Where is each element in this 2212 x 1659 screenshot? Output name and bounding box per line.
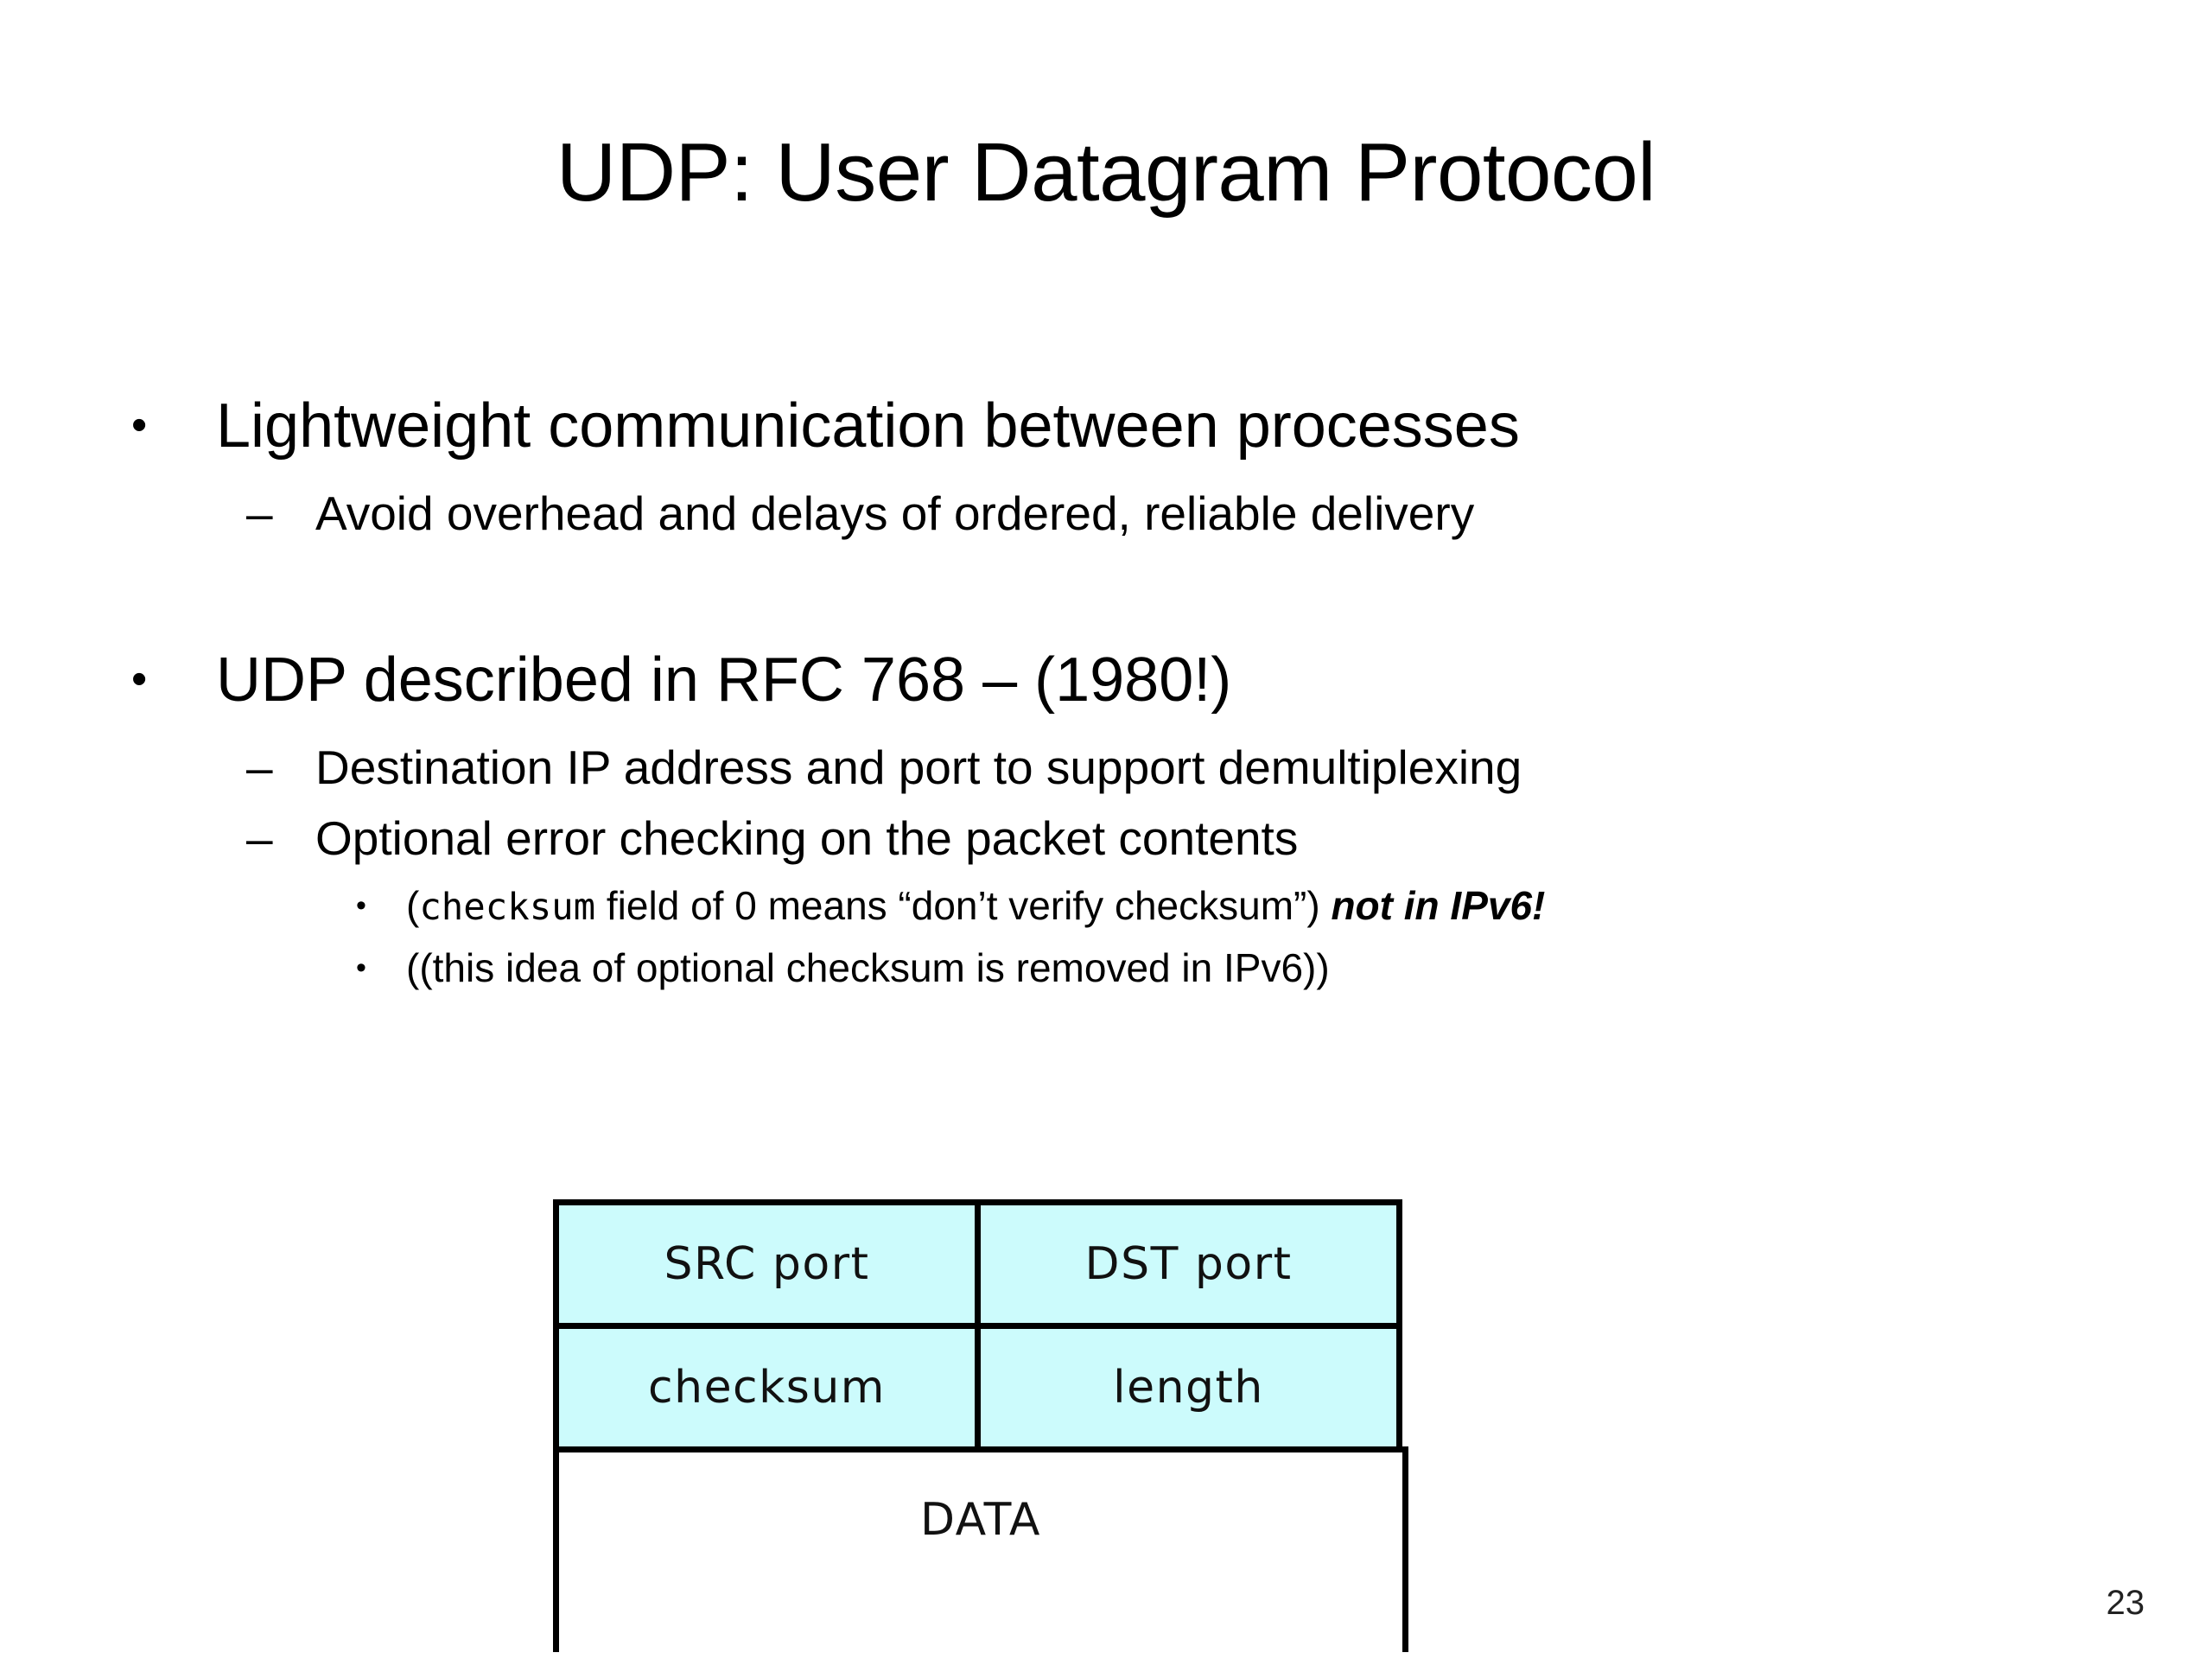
checksum-keyword: checksum: [419, 886, 596, 928]
packet-header-row-2: checksum length: [553, 1323, 1408, 1452]
bullet-marker-disc: •: [131, 400, 148, 450]
bullet-text: ((this idea of optional checksum is remo…: [406, 945, 1330, 990]
packet-field-dst-port: DST port: [975, 1199, 1402, 1329]
bullet-marker-disc: •: [356, 889, 366, 922]
bullet-item-avoid-overhead: – Avoid overhead and delays of ordered, …: [0, 486, 2212, 550]
bullet-text-prefix: (: [406, 883, 420, 928]
bullet-item-destination-ip: – Destination IP address and port to sup…: [0, 741, 2212, 804]
packet-field-length: length: [975, 1323, 1402, 1452]
bullet-marker-dash: –: [246, 811, 273, 865]
bullet-item-rfc768: • UDP described in RFC 768 – (1980!): [0, 647, 2212, 727]
bullet-marker-dash: –: [246, 486, 273, 540]
bullet-marker-dash: –: [246, 741, 273, 794]
spacer: [0, 550, 2212, 647]
packet-header-row-1: SRC port DST port: [553, 1199, 1408, 1329]
bullet-text: Optional error checking on the packet co…: [315, 811, 1299, 865]
bullet-list: • Lightweight communication between proc…: [0, 393, 2212, 1000]
bullet-item-checksum-field: • (checksum field of 0 means “don’t veri…: [0, 884, 2212, 938]
bullet-item-optional-error-checking: – Optional error checking on the packet …: [0, 811, 2212, 875]
packet-payload-row: DATA: [553, 1446, 1408, 1652]
slide-page-number: 23: [2106, 1584, 2145, 1622]
page-title: UDP: User Datagram Protocol: [556, 126, 1656, 219]
bullet-marker-disc: •: [131, 654, 148, 704]
bullet-item-idea-removed-ipv6: • ((this idea of optional checksum is re…: [0, 946, 2212, 1000]
packet-field-checksum: checksum: [553, 1323, 981, 1452]
bullet-marker-disc: •: [356, 951, 366, 984]
udp-packet-diagram: SRC port DST port checksum length DATA: [553, 1199, 1408, 1652]
packet-field-data: DATA: [553, 1446, 1408, 1652]
bullet-text: Destination IP address and port to suppo…: [315, 741, 1522, 794]
bullet-text: Lightweight communication between proces…: [216, 391, 1520, 461]
packet-field-src-port: SRC port: [553, 1199, 981, 1329]
emphasis-not-in-ipv6: not in IPv6!: [1331, 883, 1546, 928]
bullet-text: UDP described in RFC 768 – (1980!): [216, 645, 1232, 715]
bullet-text-middle: field of 0 means “don’t verify checksum”…: [595, 883, 1332, 928]
bullet-text: Avoid overhead and delays of ordered, re…: [315, 486, 1475, 540]
bullet-item-lightweight: • Lightweight communication between proc…: [0, 393, 2212, 473]
